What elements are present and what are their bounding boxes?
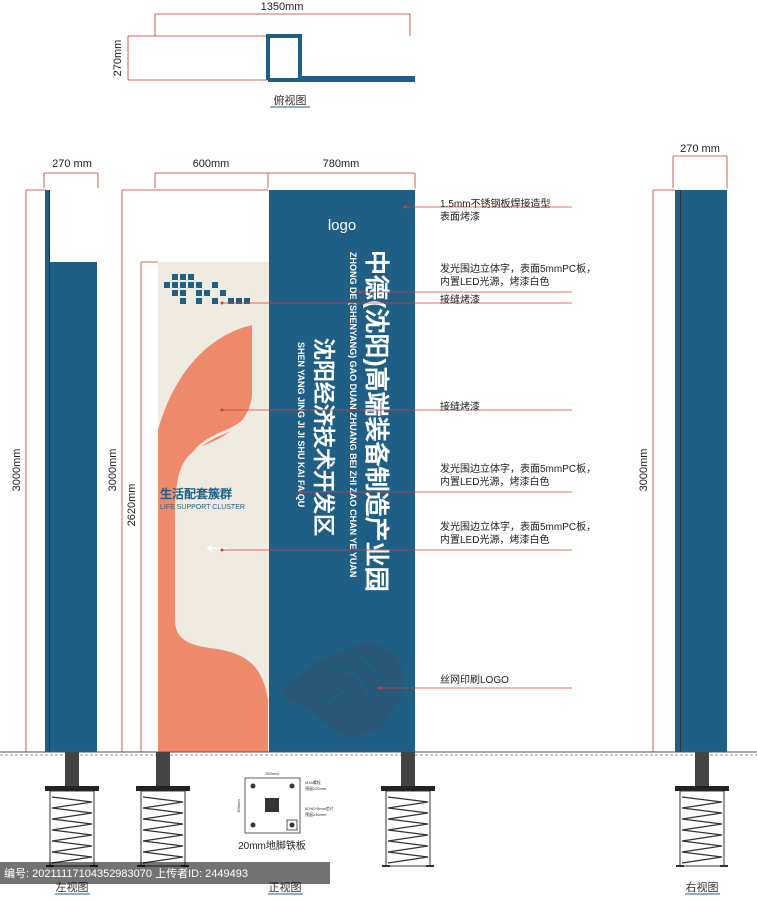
salmon-shape [158,325,268,752]
left-height-label: 3000mm [11,449,23,492]
foundation-3 [381,752,435,867]
sub-pinyin: SHEN YANG JING JI JI SHU KAI FA QU [296,342,306,507]
right-depth-label: 270 mm [680,143,720,155]
base-plate-label: 20mm地脚铁板 [238,839,306,852]
annotation-line2: 内置LED光源，烤漆白色 [440,275,549,288]
base-top-note: 300mm [265,771,279,776]
base-bolt-note1: M16螺栓 [305,779,321,785]
annotation-2: 发光围边立体字，表面5mmPC板，内置LED光源，烤漆白色 [358,262,596,294]
top-view-label: 俯视图 [274,93,307,107]
annotation-line2: 内置LED光源，烤漆白色 [440,533,549,546]
pixel-pattern [164,274,250,304]
front-view: 生活配套簇群 LIFE SUPPORT CLUSTER ← logo 中德(沈阳… [158,190,415,752]
front-left-width-label: 600mm [193,158,230,170]
right-view [675,190,727,752]
annotation-line1: 接缝烤漆 [440,293,480,306]
base-plate-detail: 300mm M16螺栓 预留≥20mm 300mm 60*60*5mm垫片 预留… [236,771,334,852]
main-pinyin: ZHONG DE (SHENYANG) GAO DUAN ZHUANG BEI … [348,252,358,577]
leader-dot [378,686,382,690]
leader-dot [358,290,362,294]
annotation-line1: 发光围边立体字，表面5mmPC板， [440,262,596,275]
foundation-2 [136,752,190,867]
top-depth-label: 270mm [112,40,124,77]
annotation-line2: 表面烤漆 [440,210,480,223]
top-view: 1350mm 270mm 俯视图 [112,1,415,108]
base-hole-note2: 预留≥16mm [305,811,327,817]
sub-title: 沈阳经济技术开发区 [311,338,336,536]
front-dimensions: 600mm 780mm 270 mm 270 mm [43,143,728,188]
annotations: 1.5mm不锈钢板焊接造型表面烤漆发光围边立体字，表面5mmPC板，内置LED光… [220,197,596,690]
main-title: 中德(沈阳)高端装备制造产业园 [362,250,391,592]
annotation-line1: 接缝烤漆 [440,400,480,413]
map-logo-shape [280,640,405,738]
foundation-4 [675,752,729,867]
annotation-line1: 发光围边立体字，表面5mmPC板， [440,462,596,475]
logo-text: logo [328,217,356,234]
base-hole-note1: 60*60*5mm垫片 [305,805,334,811]
top-outline [266,34,415,82]
annotation-6: 发光围边立体字，表面5mmPC板，内置LED光源，烤漆白色 [220,520,596,552]
leader-dot [403,205,407,209]
foundation-1 [45,752,99,867]
base-side-note: 300mm [236,799,241,813]
annotation-line1: 丝网印刷LOGO [440,674,509,686]
front-right-width-label: 780mm [323,158,360,170]
annotation-4: 接缝烤漆 [220,400,572,413]
front-inner-height-label: 2620mm [126,484,138,527]
annotation-line1: 1.5mm不锈钢板焊接造型 [440,197,551,210]
annotation-line2: 内置LED光源，烤漆白色 [440,475,549,488]
right-view-label: 右视图 [686,880,719,894]
cluster-cn: 生活配套簇群 [160,486,232,501]
base-bolt-note2: 预留≥20mm [305,785,327,791]
front-outer-height-label: 3000mm [107,449,119,492]
arrow-icon: ← [200,524,234,562]
top-width-label: 1350mm [261,1,304,13]
foundations [45,752,729,867]
cluster-en: LIFE SUPPORT CLUSTER [160,504,245,511]
left-depth-label: 270 mm [52,158,92,170]
left-view [45,190,97,752]
annotation-line1: 发光围边立体字，表面5mmPC板， [440,520,596,533]
ground [0,751,757,756]
footer-bar [0,862,330,884]
annotation-3: 接缝烤漆 [220,293,572,306]
vertical-dimensions: 3000mm 3000mm 2620mm 3000mm [11,189,675,752]
annotation-7: 丝网印刷LOGO [378,674,572,690]
footer-text: 编号: 20211117104352983070 上传者ID: 2449493 [4,866,248,880]
leader-dot [298,490,302,494]
leader-dot [220,301,224,305]
annotation-5: 发光围边立体字，表面5mmPC板，内置LED光源，烤漆白色 [298,462,596,494]
leader-dot [220,548,224,552]
right-height-label: 3000mm [638,449,650,492]
leader-dot [220,408,224,412]
